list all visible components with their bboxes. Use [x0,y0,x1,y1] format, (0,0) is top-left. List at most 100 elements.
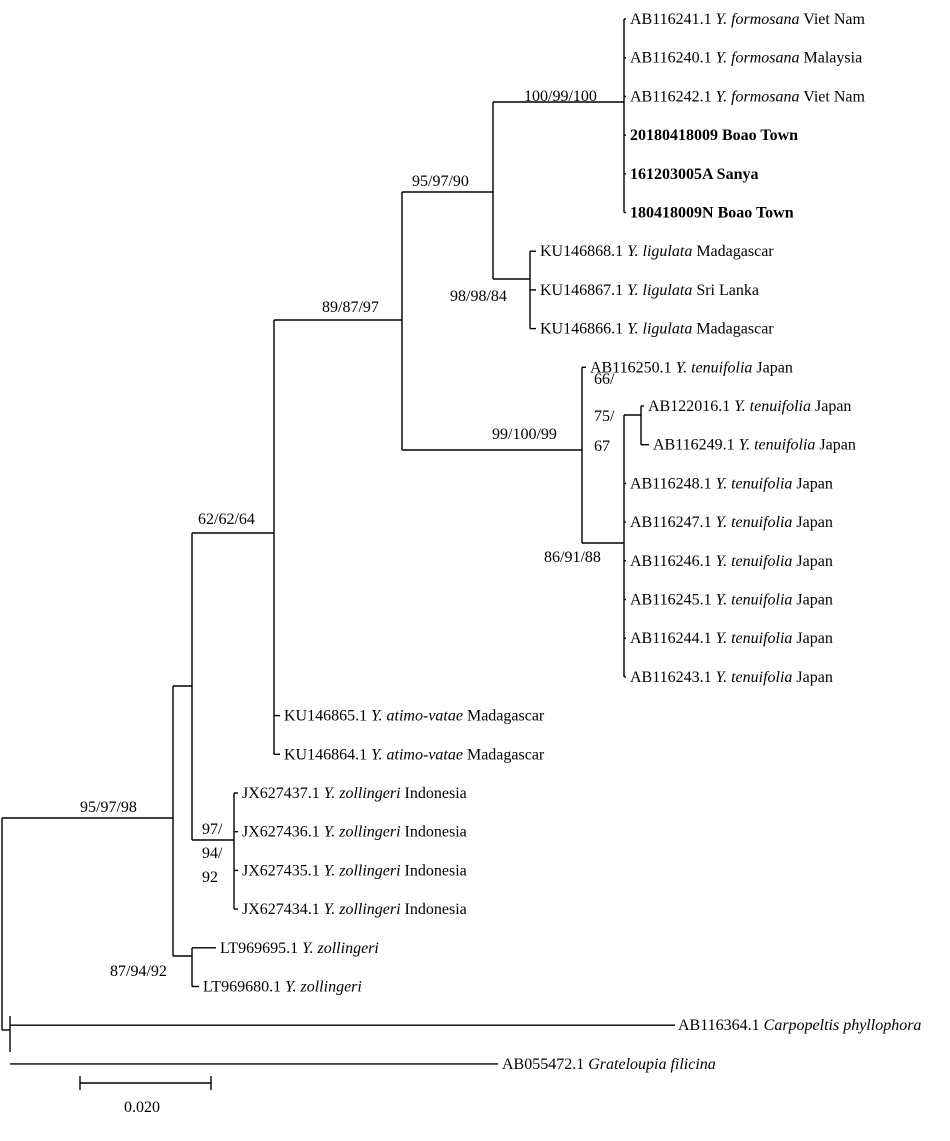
taxon-species: Carpopeltis phyllophora [764,1017,922,1034]
taxon-species: Y. tenuifolia [716,553,793,570]
taxon-label: AB055472.1 Grateloupia filicina [502,1056,716,1073]
support-tenuifolia-sub-line1: 66/ [594,371,615,388]
taxon-accession: KU146866.1 [540,321,623,338]
taxon-label: AB116241.1 Y. formosana Viet Nam [630,11,865,28]
taxon-location: Japan [796,592,832,609]
taxon-species: Y. formosana [716,50,800,67]
taxon-label: AB116245.1 Y. tenuifolia Japan [630,592,833,609]
taxon-label: 161203005A Sanya [630,166,758,183]
taxon-location: Japan [796,514,832,531]
taxon-accession: AB055472.1 [502,1056,584,1073]
taxon-species: Y. zollingeri [324,901,401,918]
support-tenuifolia-poly: 86/91/88 [544,549,601,566]
taxon-accession: AB116245.1 [630,592,712,609]
taxon-species: Y. zollingeri [324,862,401,879]
taxon-species: Y. ligulata [627,243,692,260]
taxon-accession: KU146868.1 [540,243,623,260]
taxon-accession: 161203005A [630,166,714,183]
taxon-label: 180418009N Boao Town [630,205,794,222]
taxon-location: Boao Town [718,205,794,222]
taxon-location: Japan [796,475,832,492]
support-ligulata-clade: 98/98/84 [450,288,507,305]
taxon-accession: AB116249.1 [653,437,735,454]
taxon-species: Y. zollingeri [285,979,362,996]
taxon-location: Japan [819,437,855,454]
taxon-label: AB116243.1 Y. tenuifolia Japan [630,669,833,686]
taxon-accession: AB116242.1 [630,88,712,105]
taxon-location: Indonesia [405,785,467,802]
taxon-location: Japan [815,398,851,415]
taxon-label: JX627434.1 Y. zollingeri Indonesia [242,901,467,918]
taxon-label: KU146867.1 Y. ligulata Sri Lanka [540,282,759,299]
taxon-species: Y. tenuifolia [734,398,811,415]
taxon-label: AB116240.1 Y. formosana Malaysia [630,50,862,67]
taxon-species: Y. zollingeri [324,785,401,802]
taxon-label: LT969695.1 Y. zollingeri [220,940,379,957]
tree-branches [1,18,675,1065]
taxon-location: Viet Nam [803,11,865,28]
support-zollingeri-line2: 94/ [202,845,223,862]
support-formosana-clade: 100/99/100 [524,88,597,105]
taxon-accession: LT969680.1 [203,979,281,996]
taxon-location: Japan [756,359,792,376]
scale-bar-label: 0.020 [124,1099,160,1116]
support-tenuifolia-sub-line3: 67 [594,438,610,455]
taxon-label: KU146864.1 Y. atimo-vatae Madagascar [284,746,545,763]
taxon-label: JX627436.1 Y. zollingeri Indonesia [242,824,467,841]
taxon-label: KU146865.1 Y. atimo-vatae Madagascar [284,708,545,725]
taxon-accession: AB122016.1 [648,398,730,415]
taxon-accession: 180418009N [630,205,714,222]
taxon-accession: AB116247.1 [630,514,712,531]
taxon-species: Y. zollingeri [302,940,379,957]
support-lt-clade: 87/94/92 [110,963,167,980]
taxon-species: Y. tenuifolia [716,514,793,531]
taxon-location: Boao Town [722,127,798,144]
taxon-accession: 20180418009 [630,127,718,144]
taxon-species: Y. ligulata [627,321,692,338]
taxon-accession: AB116250.1 [590,359,672,376]
taxon-location: Madagascar [696,243,774,260]
taxon-label: KU146866.1 Y. ligulata Madagascar [540,321,774,338]
taxon-accession: AB116244.1 [630,630,712,647]
taxon-label: LT969680.1 Y. zollingeri [203,979,362,996]
taxon-species: Y. tenuifolia [716,475,793,492]
taxon-species: Y. tenuifolia [716,630,793,647]
taxon-label: JX627435.1 Y. zollingeri Indonesia [242,862,467,879]
taxon-location: Japan [796,553,832,570]
taxon-species: Y. formosana [716,11,800,28]
taxon-location: Indonesia [405,862,467,879]
taxon-accession: AB116243.1 [630,669,712,686]
taxon-location: Viet Nam [803,88,865,105]
support-tenuifolia-clade: 99/100/99 [492,426,557,443]
support-ingroup: 95/97/98 [80,799,137,816]
taxon-label: AB116364.1 Carpopeltis phyllophora [678,1017,921,1034]
taxon-species: Y. tenuifolia [739,437,816,454]
taxon-label: AB116249.1 Y. tenuifolia Japan [653,437,856,454]
taxon-species: Y. zollingeri [324,824,401,841]
taxon-accession: KU146864.1 [284,746,367,763]
taxon-labels: AB116241.1 Y. formosana Viet NamAB116240… [203,11,921,1073]
support-big-clade: 89/87/97 [322,299,379,316]
taxon-location: Indonesia [405,824,467,841]
taxon-location: Sri Lanka [696,282,759,299]
taxon-accession: KU146865.1 [284,708,367,725]
taxon-location: Malaysia [804,50,863,67]
taxon-label: 20180418009 Boao Town [630,127,798,144]
taxon-accession: KU146867.1 [540,282,623,299]
support-zollingeri-line1: 97/ [202,821,223,838]
taxon-species: Y. formosana [716,88,800,105]
taxon-accession: JX627434.1 [242,901,320,918]
taxon-species: Y. atimo-vatae [371,746,463,763]
taxon-species: Y. ligulata [627,282,692,299]
taxon-location: Madagascar [467,746,545,763]
support-formosana-ligulata: 95/97/90 [412,173,469,190]
taxon-species: Y. tenuifolia [716,592,793,609]
taxon-label: JX627437.1 Y. zollingeri Indonesia [242,785,467,802]
taxon-label: KU146868.1 Y. ligulata Madagascar [540,243,774,260]
taxon-accession: AB116241.1 [630,11,712,28]
support-zollingeri-line3: 92 [202,869,218,886]
taxon-location: Indonesia [405,901,467,918]
taxon-label: AB116250.1 Y. tenuifolia Japan [590,359,793,376]
taxon-location: Sanya [717,166,759,183]
